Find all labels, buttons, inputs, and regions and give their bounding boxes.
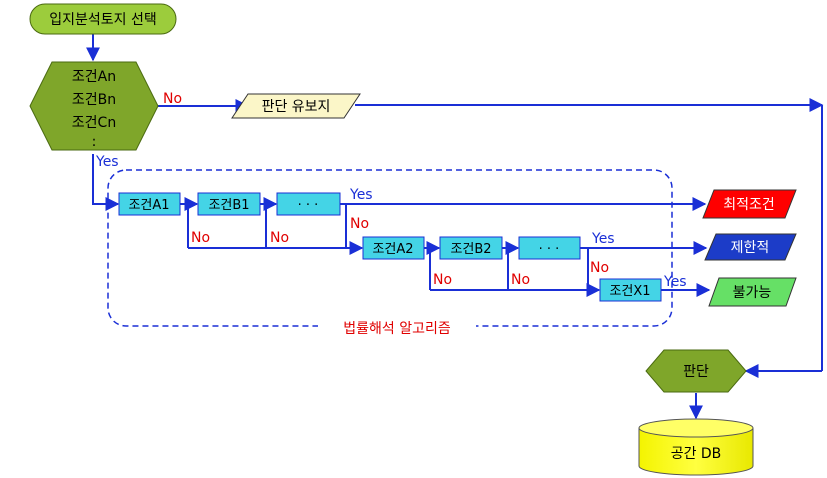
decision-label: 판단	[683, 364, 709, 380]
condition-a1-label: 조건A1	[128, 198, 169, 213]
outcome-impossible[interactable]: 불가능	[708, 277, 797, 307]
database-label: 공간 DB	[671, 446, 722, 462]
decision-node[interactable]: 판단	[645, 349, 747, 393]
condition-bn: 조건Bn	[72, 92, 116, 108]
condition-b2-label: 조건B2	[450, 242, 491, 257]
outcome-impossible-label: 불가능	[733, 285, 772, 301]
yes-label-start: Yes	[95, 154, 119, 170]
condition-dots1-box[interactable]: · · ·	[276, 192, 341, 216]
algorithm-title-backdrop	[318, 318, 476, 336]
condition-dots1-label: · · ·	[298, 198, 319, 213]
yes-label-row1: Yes	[349, 187, 373, 203]
algorithm-region	[107, 169, 673, 327]
condition-an: 조건An	[72, 69, 116, 85]
no-label-b1: No	[270, 230, 289, 246]
condition-x1-label: 조건X1	[609, 284, 650, 299]
database-node[interactable]: 공간 DB	[638, 418, 754, 476]
pending-label: 판단 유보지	[262, 99, 331, 115]
outcome-optimal[interactable]: 최적조건	[702, 189, 797, 219]
algorithm-title: 법률해석 알고리즘	[343, 321, 451, 337]
condition-cn: 조건Cn	[72, 115, 116, 131]
condition-b1-label: 조건B1	[208, 198, 249, 213]
no-label-a1: No	[191, 230, 210, 246]
condition-b2-box[interactable]: 조건B2	[439, 236, 503, 260]
no-label-pending: No	[163, 91, 182, 107]
outcome-limited[interactable]: 제한적	[704, 233, 797, 261]
no-label-dots2: No	[590, 260, 609, 276]
yes-label-row2: Yes	[591, 231, 615, 247]
condition-x1-box[interactable]: 조건X1	[599, 278, 662, 302]
outcome-optimal-label: 최적조건	[723, 197, 775, 213]
condition-a2-label: 조건A2	[372, 242, 413, 257]
no-label-a2: No	[433, 272, 452, 288]
condition-dots2-label: · · ·	[539, 242, 560, 257]
condition-a1-box[interactable]: 조건A1	[118, 192, 181, 216]
no-label-dots1: No	[350, 216, 369, 232]
outcome-limited-label: 제한적	[731, 240, 770, 256]
start-label: 입지분석토지 선택	[49, 12, 157, 28]
yes-label-row3: Yes	[663, 274, 687, 290]
start-node[interactable]: 입지분석토지 선택	[29, 3, 177, 35]
connectors	[86, 34, 824, 420]
pending-node[interactable]: 판단 유보지	[231, 93, 361, 119]
arrow-yes-to-a1	[92, 154, 120, 211]
condition-a2-box[interactable]: 조건A2	[362, 236, 425, 260]
conditions-node[interactable]: 조건An 조건Bn 조건Cn :	[29, 61, 159, 151]
condition-dots2-box[interactable]: · · ·	[518, 236, 581, 260]
no-label-b2: No	[511, 272, 530, 288]
condition-b1-box[interactable]: 조건B1	[197, 192, 261, 216]
condition-more: :	[92, 134, 97, 150]
